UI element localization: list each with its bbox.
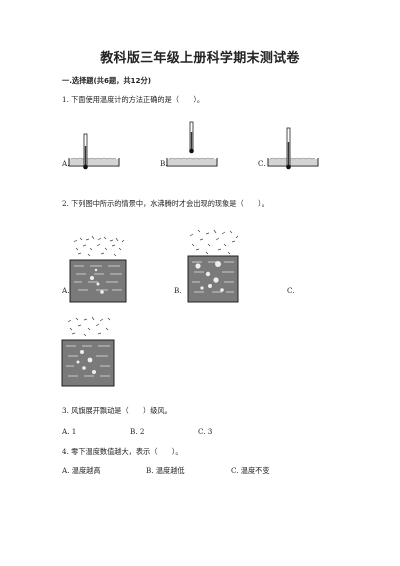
q2-boiling-figure-c (61, 316, 115, 387)
water-hatch (167, 157, 217, 165)
q4-option-c: C. 温度不变 (231, 466, 270, 475)
thermometer-bulb (286, 164, 291, 170)
water-lines (66, 345, 110, 377)
steam-marks (67, 316, 111, 337)
q4-option-a: A. 温度越高 (62, 466, 101, 475)
question-3-stem: 3. 风旗展开飘动是（ ）级风。 (62, 406, 172, 415)
thermometer-bulb (83, 164, 88, 170)
container (69, 259, 127, 303)
q3-option-b: B. 2 (130, 427, 145, 436)
question-1-stem: 1. 下面使用温度计的方法正确的是（ ）。 (62, 95, 205, 104)
q1-option-a-label: A. (62, 159, 70, 168)
q3-option-a: A. 1 (62, 427, 77, 436)
water-lines (192, 261, 234, 293)
thermometer-mercury (84, 146, 87, 166)
bubbles (195, 261, 224, 292)
q1-thermometer-figure-b (166, 121, 218, 167)
container (187, 255, 239, 303)
bubbles (76, 350, 96, 374)
thermometer-mercury (287, 142, 290, 166)
section-header: 一.选择题(共6题，共12分) (62, 76, 151, 85)
question-4-stem: 4. 零下温度数值越大，表示（ ）。 (62, 447, 183, 456)
question-2-stem: 2. 下列图中所示的情景中，水沸腾时才会出现的现象是（ ）。 (62, 199, 269, 208)
container (61, 339, 115, 387)
q4-option-b: B. 温度越低 (146, 466, 185, 475)
q2-option-c-label: C. (287, 286, 295, 295)
q2-boiling-figure-b (187, 229, 239, 303)
water-hatch (268, 157, 318, 165)
bubbles (90, 268, 104, 294)
q1-option-c-label: C. (258, 159, 266, 168)
thermometer-mercury (190, 132, 193, 150)
q1-thermometer-figure-a (68, 133, 120, 170)
thermometer-bulb (189, 148, 194, 154)
q2-option-b-label: B. (174, 286, 182, 295)
q1-option-b-label: B. (160, 159, 168, 168)
water-lines (74, 265, 122, 291)
steam-marks (73, 235, 125, 257)
q3-option-c: C. 3 (198, 427, 213, 436)
q1-thermometer-figure-c (267, 127, 319, 170)
steam-marks (189, 229, 239, 255)
q2-boiling-figure-a (69, 235, 127, 303)
water-hatch (69, 157, 119, 165)
page-title: 教科版三年级上册科学期末测试卷 (100, 51, 300, 66)
q2-option-a-label: A. (62, 286, 70, 295)
